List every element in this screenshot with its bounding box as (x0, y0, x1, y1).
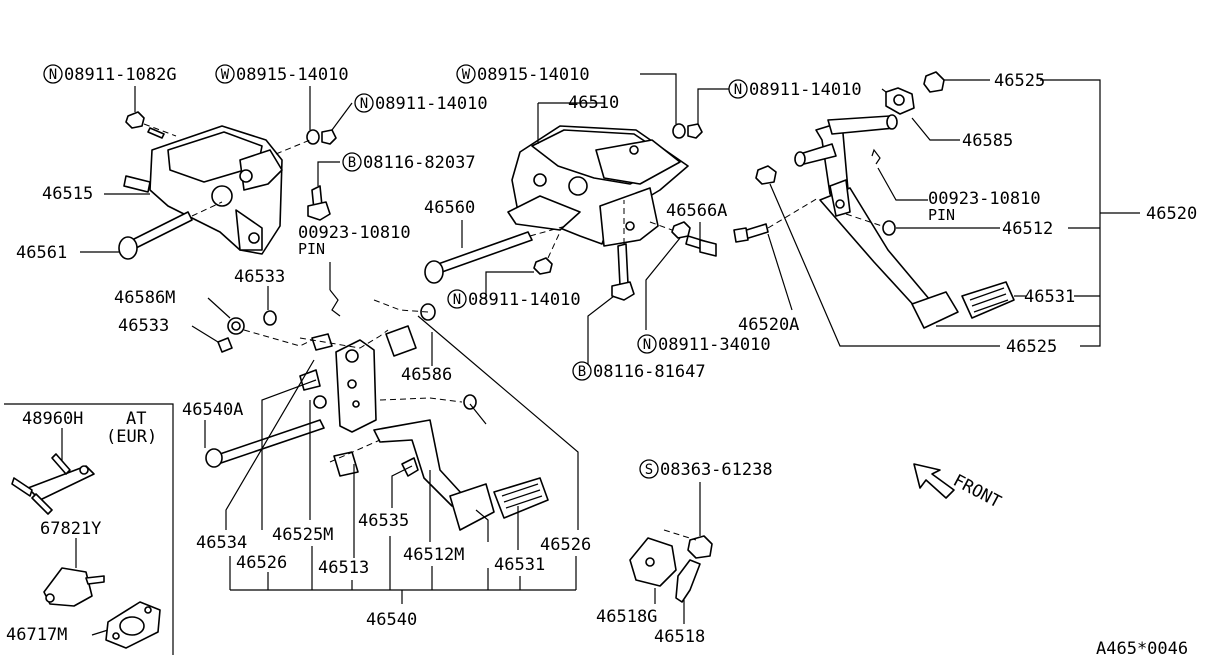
nut-right-08911-14010 (881, 87, 915, 115)
label-46561: 46561 (16, 243, 67, 263)
label-46518: 46518 (654, 627, 705, 647)
symbol-n-08911-14010-c: N (447, 289, 467, 309)
svg-text:N: N (643, 337, 651, 353)
bracket-46510 (507, 125, 689, 247)
symbol-n-08911-34010: N (637, 334, 657, 354)
label-08911-14010-a: 08911-14010 (375, 94, 488, 114)
pedal-assembly-46540 (299, 303, 549, 531)
label-67821y: 67821Y (40, 519, 101, 539)
label-08911-1082g: 08911-1082G (64, 65, 177, 85)
label-46510: 46510 (568, 93, 619, 113)
symbol-n-08911-14010-b: N (728, 79, 748, 99)
label-46525m: 46525M (272, 525, 333, 545)
label-48960h: 48960H (22, 409, 83, 429)
svg-text:N: N (49, 67, 57, 83)
bolt-46560 (424, 231, 533, 284)
label-08116-81647: 08116-81647 (593, 362, 706, 382)
bolt-08116-82037 (307, 185, 331, 221)
svg-text:N: N (360, 96, 368, 112)
nut-46525-right (755, 165, 1000, 347)
pedal-assembly-46520 (794, 114, 1015, 329)
label-46717m: 46717M (6, 625, 67, 645)
label-46513: 46513 (318, 558, 369, 578)
label-front: FRONT (950, 471, 1005, 513)
gasket-46717m (105, 601, 161, 649)
label-46533-b: 46533 (118, 316, 169, 336)
label-46526-b: 46526 (540, 535, 591, 555)
label-46520a: 46520A (738, 315, 799, 335)
label-46533-a: 46533 (234, 267, 285, 287)
label-46531-b: 46531 (494, 555, 545, 575)
bracket-46515 (123, 125, 283, 255)
label-46586m: 46586M (114, 288, 175, 308)
svg-text:B: B (348, 155, 356, 171)
bracket-48960h (11, 453, 95, 515)
label-00923-10810-a: 00923-10810 (298, 223, 411, 243)
svg-text:N: N (453, 292, 461, 308)
symbol-b-08116-81647: B (572, 361, 592, 381)
nut-08911-34010 (645, 221, 691, 330)
symbol-w-08915-14010-b: W (456, 64, 476, 84)
bolt-08116-81647 (587, 200, 635, 370)
bolt-46520a (733, 197, 819, 311)
label-46512: 46512 (1002, 219, 1053, 239)
label-08911-14010-c: 08911-14010 (468, 290, 581, 310)
label-46520: 46520 (1146, 204, 1197, 224)
symbol-b-08116-82037: B (342, 152, 362, 172)
label-46585: 46585 (962, 131, 1013, 151)
label-eur: (EUR) (106, 427, 157, 447)
svg-text:W: W (221, 67, 230, 83)
front-arrow (913, 463, 955, 499)
bolt-46566a (685, 222, 717, 257)
svg-text:B: B (578, 364, 586, 380)
label-08915-14010-a: 08915-14010 (236, 65, 349, 85)
label-46540: 46540 (366, 610, 417, 630)
label-46525-b: 46525 (1006, 337, 1057, 357)
label-46512m: 46512M (403, 545, 464, 565)
label-46515: 46515 (42, 184, 93, 204)
plate-67821y (43, 567, 105, 607)
label-08363-61238: 08363-61238 (660, 460, 773, 480)
label-46586: 46586 (401, 365, 452, 385)
washer-nut-top-center (672, 123, 703, 139)
label-46566a: 46566A (666, 201, 727, 221)
bushing-46512 (845, 213, 1000, 236)
nut-08911-1082g (125, 111, 177, 139)
bolt-46540a (204, 419, 325, 468)
label-pin-b: PIN (928, 206, 955, 224)
label-00923-10810-b: 00923-10810 (928, 189, 1041, 209)
svg-text:N: N (734, 82, 742, 98)
inset-at-eur: 48960H AT (EUR) 67821Y 46717M (4, 403, 174, 655)
label-46525-a: 46525 (994, 71, 1045, 91)
symbol-s-08363-61238: S (639, 459, 659, 479)
label-46526-a: 46526 (236, 553, 287, 573)
label-at: AT (126, 409, 146, 429)
label-08911-14010-b: 08911-14010 (749, 80, 862, 100)
label-pin-a: PIN (298, 240, 325, 258)
bolt-46525-top (923, 71, 990, 93)
label-08915-14010-b: 08915-14010 (477, 65, 590, 85)
label-46535: 46535 (358, 511, 409, 531)
label-08911-34010: 08911-34010 (658, 335, 771, 355)
diagram-code: A465*0046 (1096, 639, 1188, 659)
label-46531-a: 46531 (1024, 287, 1075, 307)
bolt-46561 (118, 211, 193, 260)
label-46560: 46560 (424, 198, 475, 218)
label-46540a: 46540A (182, 400, 243, 420)
svg-text:S: S (645, 462, 653, 478)
label-46518g: 46518G (596, 607, 657, 627)
label-08116-82037: 08116-82037 (363, 153, 476, 173)
symbol-n-08911-1082g: N (43, 64, 63, 84)
symbol-w-08915-14010-a: W (215, 64, 235, 84)
label-46534: 46534 (196, 533, 247, 553)
bracket-46518 (629, 482, 713, 624)
washer-nut-upper-left (275, 129, 337, 155)
springs-46586m-46533 (191, 286, 313, 353)
svg-text:W: W (462, 67, 471, 83)
symbol-n-08911-14010-a: N (354, 93, 374, 113)
nut-center-08911-14010 (485, 231, 561, 300)
